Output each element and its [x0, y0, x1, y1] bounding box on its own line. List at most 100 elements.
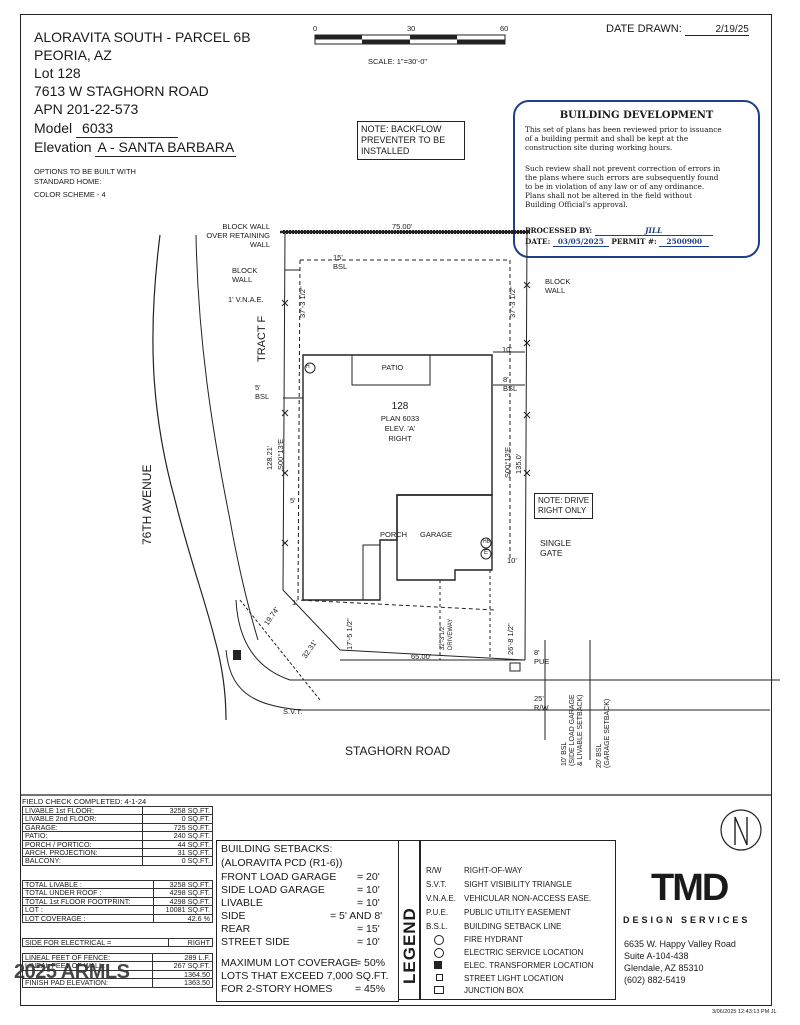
corner-lot-line [282, 589, 341, 651]
setback-rear: REAR= 15' [221, 923, 380, 935]
legend-hydrant: FIRE HYDRANT [426, 935, 523, 947]
electric-service-icon [304, 362, 316, 374]
date-drawn-value: 2/19/25 [684, 24, 749, 36]
coverage-max: MAXIMUM LOT COVERAGE= 50% [221, 957, 386, 969]
setbacks-subtitle: (ALORAVITA PCD (R1-6)) [221, 857, 343, 869]
setback-lines [297, 259, 511, 611]
dim-5-lower: 5' [290, 496, 296, 505]
dim-26: 26'-8 1/2" [506, 623, 515, 655]
backflow-note: NOTE: BACKFLOW PREVENTER TO BE INSTALLED [357, 121, 465, 160]
dim-10-top: 10' [502, 345, 512, 354]
scale-tick-30: 30 [407, 24, 416, 33]
legend-pue: P.U.E.PUBLIC UTILITY EASEMENT [426, 908, 571, 917]
legend-box [420, 840, 616, 1000]
vnae-label: 1' V.N.A.E. [228, 295, 264, 304]
avenue-label: 76TH AVENUE [140, 464, 154, 545]
legend-title: LEGEND [400, 907, 419, 984]
right-bearing-length: 135.0' [514, 453, 523, 474]
dim-17: 17'-5 1/2" [345, 618, 354, 650]
street-light-icon [436, 974, 443, 981]
color-scheme: COLOR SCHEME - 4 [34, 190, 106, 199]
setback-livable: LIVABLE= 10' [221, 897, 380, 909]
options-line-1: OPTIONS TO BE BUILT WITH [34, 167, 136, 176]
electric-meter-icon [480, 548, 492, 560]
transformer-legend-icon [434, 961, 442, 969]
table-row: LOT :10081 SQ.FT. [21, 905, 213, 915]
right-bearing: S00°13'E [503, 446, 512, 478]
road-curb [225, 649, 770, 711]
elevation-value: A - SANTA BARBARA [95, 139, 237, 157]
bsl-20-label: 20' BSL(GARAGE SETBACK) [596, 698, 611, 768]
fire-hydrant-icon [434, 935, 444, 945]
setback-side: SIDE= 5' AND 8' [221, 910, 383, 922]
tract-label: TRACT F [256, 315, 268, 362]
front-dimension: 65.00' [411, 652, 432, 661]
company-address: 6635 W. Happy Valley Road Suite A-104-43… [624, 939, 736, 985]
garage-label: GARAGE [420, 530, 453, 539]
setback-front-load: FRONT LOAD GARAGE= 20' [221, 871, 380, 883]
stamp-paragraph-2: Such review shall not prevent correction… [525, 164, 721, 209]
legend-svt: S.V.T.SIGHT VISIBILITY TRIANGLE [426, 880, 573, 889]
model-line: Model 6033 [34, 120, 179, 138]
legend-title-box [398, 840, 420, 1000]
avenue-curb-right [195, 234, 259, 641]
legend-transformer: ELEC. TRANSFORMER LOCATION [426, 961, 594, 971]
elevation-line: Elevation A - SANTA BARBARA [34, 139, 237, 157]
stamp-date-permit: DATE: 03/05/2025 PERMIT #: 2500900 [525, 237, 755, 247]
area-table-1: LIVABLE 1st FLOOR:3258 SQ.FT. LIVABLE 2n… [22, 805, 214, 866]
watermark: 2025 ARMLS [14, 961, 130, 983]
right-37-dim: 37'-3 1/2" [508, 286, 517, 318]
corner-curb [235, 599, 780, 681]
scale-tick-60: 60 [500, 24, 509, 33]
legend-streetlight: STREET LIGHT LOCATION [426, 974, 564, 983]
side-bsl-5: 5'BSL [255, 383, 270, 401]
building-development-stamp: BUILDING DEVELOPMENT This set of plans h… [513, 100, 760, 258]
project-name: ALORAVITA SOUTH - PARCEL 6B [34, 29, 251, 45]
setback-street-side: STREET SIDE= 10' [221, 936, 380, 948]
table-row: BALCONY:0 SQ.FT. [22, 856, 214, 866]
side-bsl-8: 8'BSL [503, 375, 518, 393]
table-row: SIDE FOR ELECTRICAL =RIGHT [21, 937, 213, 948]
scale-bar [314, 34, 506, 45]
model-value: 6033 [76, 120, 179, 138]
legend-electric: ELECTRIC SERVICE LOCATION [426, 948, 583, 960]
lot-number: 128 [57, 65, 81, 81]
table-row: FINISH PAD ELEVATION:1363.50 [21, 978, 213, 988]
table-row: LINEAL FEET OF WALL:267 SQ.FT. [21, 961, 213, 971]
left-37-dim: 37'-3 1/2" [298, 286, 307, 318]
fence-marks [281, 281, 531, 547]
junction-box-legend-icon [434, 986, 444, 994]
elevation-label-site: ELEV. 'A' [384, 424, 416, 433]
options-line-2: STANDARD HOME: [34, 177, 102, 186]
front-lot-line [339, 649, 526, 661]
driveway-label: DRIVEWAY [448, 618, 454, 650]
rw-label: 25'R/W [534, 694, 549, 712]
dim-10-bottom: 10' [507, 556, 517, 565]
right-lot-line [524, 231, 528, 661]
avenue-curb-left [152, 234, 227, 721]
rear-bsl: 15'BSL [333, 253, 348, 271]
area-table-2: TOTAL LIVABLE :3258 SQ.FT. TOTAL UNDER R… [21, 879, 213, 924]
legend-junction: JUNCTION BOX [426, 986, 524, 996]
patio-outline [351, 354, 431, 386]
scale-label: SCALE: 1"=30'-0" [368, 57, 428, 66]
dim-1: 1' [292, 598, 298, 607]
symbol-hb-label: HB [483, 539, 490, 545]
bsl-10-label: 10' BSL(SIDE LOAD GARAGE& LIVABLE SETBAC… [561, 694, 584, 766]
table-row: LOT COVERAGE :42.6 % [21, 913, 213, 924]
left-bearing-length: 128.21' [265, 445, 274, 470]
apn: APN 201-22-573 [34, 101, 139, 117]
svt-label: S.V.T. [283, 707, 303, 716]
setback-side-load: SIDE LOAD GARAGE= 10' [221, 884, 380, 896]
stamp-paragraph-1: This set of plans has been reviewed prio… [525, 125, 722, 152]
coverage-exceed: LOTS THAT EXCEED 7,000 SQ.FT. [221, 970, 389, 982]
table-row: ARCH. PROJECTION:31 SQ.FT. [22, 848, 214, 858]
rear-dimension: 75.00' [392, 222, 413, 231]
lot-number-label: 128 [391, 401, 409, 412]
legend-vnae: V.N.A.E.VEHICULAR NON-ACCESS EASE. [426, 894, 592, 903]
